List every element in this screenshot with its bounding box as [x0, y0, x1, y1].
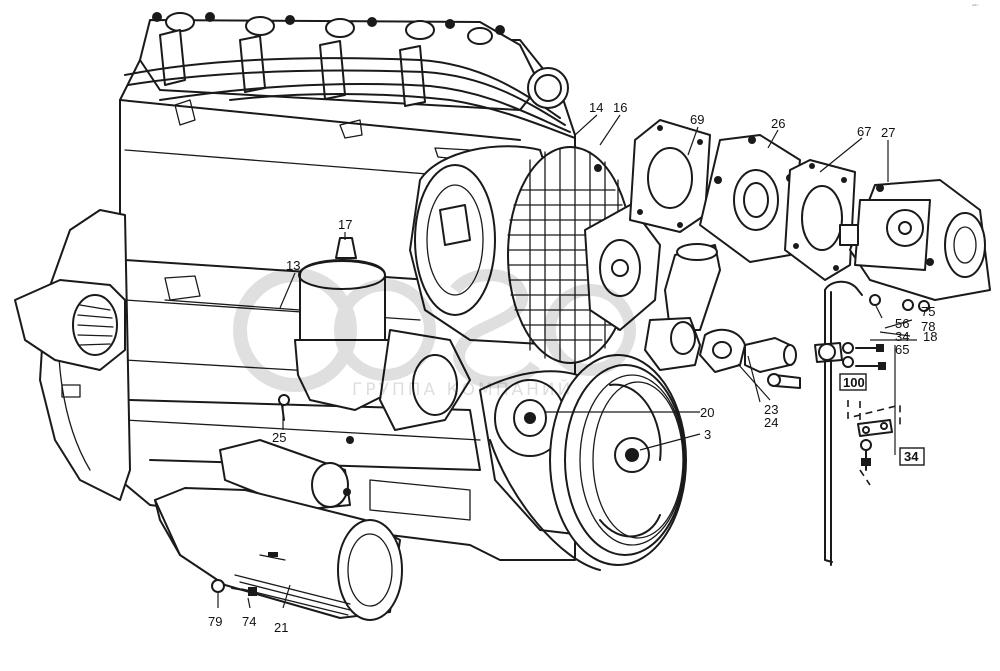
- callout-34: 34: [895, 329, 909, 344]
- callout-78: 78: [921, 319, 935, 334]
- watermark-subtitle: ГРУППА КОМПАНИЙ: [352, 378, 573, 400]
- callout-13: 13: [286, 258, 300, 273]
- gasket-67-icon: [784, 159, 856, 281]
- crankshaft-pulley-icon: [479, 354, 687, 571]
- leader-lines: [217, 114, 917, 609]
- callout-20: 20: [700, 405, 714, 420]
- water-pump-icon: [584, 204, 721, 371]
- callout-21: 21: [274, 620, 288, 635]
- fuel-injection-pipes-icon: [124, 57, 576, 161]
- callout-labels: 14 16 69 26 67 27 17 13 75 56 78 34 18 6…: [208, 100, 937, 635]
- flange-26-icon: [699, 134, 801, 263]
- callout-26: 26: [771, 116, 785, 131]
- callout-23: 23: [764, 402, 778, 417]
- elbow-fitting-icon: [699, 328, 801, 389]
- callout-16: 16: [613, 100, 627, 115]
- svg-text:34: 34: [904, 449, 919, 464]
- callout-25: 25: [272, 430, 286, 445]
- svg-text:100: 100: [843, 375, 865, 390]
- bell-housing-icon: [14, 209, 131, 501]
- bolts-washers-icon: [211, 294, 930, 596]
- callout-24: 24: [764, 415, 778, 430]
- corner-mark: ᵃ°ⁿ: [972, 4, 978, 10]
- callout-17: 17: [338, 217, 352, 232]
- callout-65: 65: [895, 342, 909, 357]
- callout-3: 3: [704, 427, 711, 442]
- callout-74: 74: [242, 614, 256, 629]
- boxed-callout-34: 34: [899, 447, 925, 466]
- callout-56: 56: [895, 316, 909, 331]
- callout-67: 67: [857, 124, 871, 139]
- callout-79: 79: [208, 614, 222, 629]
- hydraulic-pump-icon: [839, 179, 991, 301]
- callout-14: 14: [589, 100, 603, 115]
- assembly-dashed-lines: [847, 400, 901, 486]
- callout-69: 69: [690, 112, 704, 127]
- cylinder-head-icon: [124, 12, 576, 161]
- callout-18: 18: [923, 329, 937, 344]
- callout-75: 75: [921, 304, 935, 319]
- starter-motor-icon: [154, 439, 403, 621]
- callout-27: 27: [881, 125, 895, 140]
- boxed-callout-100: 100: [839, 373, 867, 391]
- gasket-69-icon: [629, 119, 711, 233]
- watermark: [233, 268, 636, 392]
- oil-filter-icon: [294, 237, 471, 444]
- dipstick-tube-icon: [814, 280, 863, 566]
